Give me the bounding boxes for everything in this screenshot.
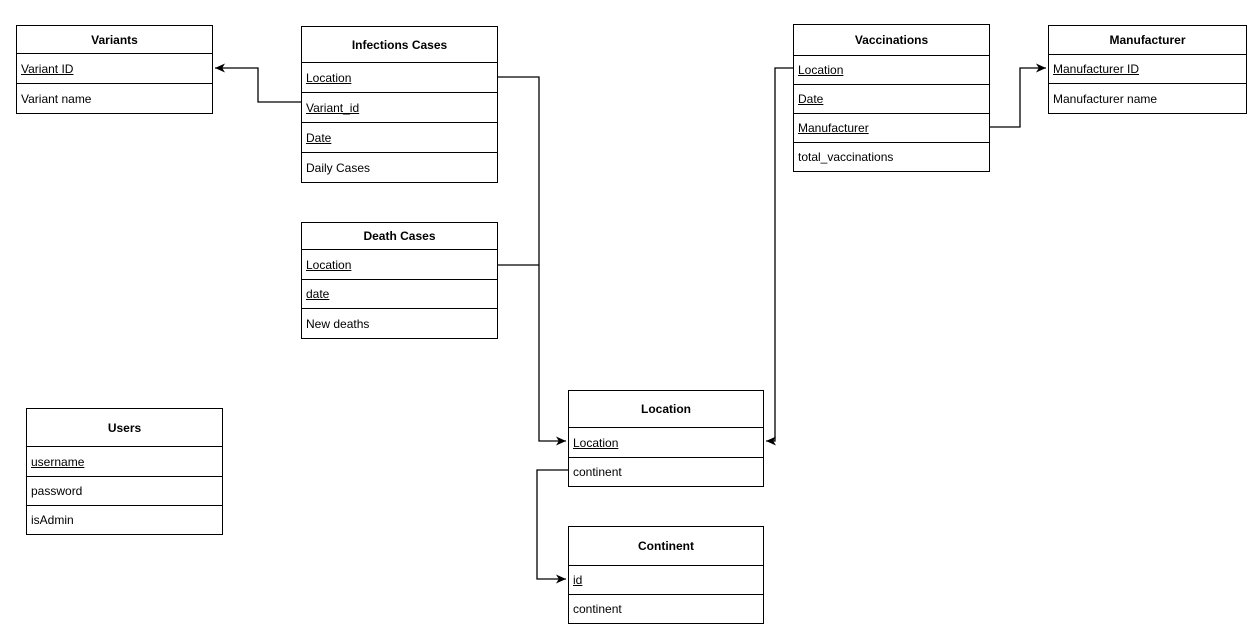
field-row: date [302, 280, 497, 309]
field-row: continent [573, 602, 622, 616]
table-users: Users username password isAdmin [26, 408, 223, 535]
connector-infections-location [498, 76, 566, 446]
field-row: id [569, 566, 763, 595]
field-row: username [27, 447, 222, 477]
connector-vaccinations-location [766, 67, 793, 446]
field-row: Manufacturer ID [1049, 55, 1246, 84]
field-row: Location [302, 250, 497, 280]
table-title: Manufacturer [1049, 26, 1246, 55]
table-title: Death Cases [302, 223, 497, 250]
table-title: Vaccinations [794, 25, 989, 56]
table-death-cases: Death Cases Location date New deaths [301, 222, 498, 339]
table-infections-cases: Infections Cases Location Variant_id Dat… [301, 26, 498, 183]
table-title: Continent [569, 527, 763, 566]
field-row: Variant ID [17, 54, 212, 84]
connector-vaccinations-manufacturer [990, 63, 1046, 128]
table-manufacturer: Manufacturer Manufacturer ID Manufacture… [1048, 25, 1247, 114]
field-row: Variant_id [302, 93, 497, 123]
table-title: Users [27, 409, 222, 447]
field-row: New deaths [306, 316, 370, 331]
field-row: isAdmin [31, 513, 74, 527]
table-title: Variants [17, 26, 212, 54]
field-row: Date [794, 85, 989, 114]
table-location: Location Location continent [568, 390, 764, 487]
field-row: Location [794, 56, 989, 85]
field-row: password [27, 477, 222, 506]
field-row: Location [569, 428, 763, 458]
table-title: Infections Cases [302, 27, 497, 63]
field-row: Manufacturer [794, 114, 989, 143]
field-row: Variant name [21, 91, 92, 106]
field-row: total_vaccinations [798, 150, 894, 164]
field-row: continent [573, 465, 622, 479]
table-variants: Variants Variant ID Variant name [16, 25, 213, 114]
table-title: Location [569, 391, 763, 428]
table-vaccinations: Vaccinations Location Date Manufacturer … [793, 24, 990, 172]
connector-infections-variants [215, 63, 301, 103]
table-continent: Continent id continent [568, 526, 764, 624]
field-row: Daily Cases [306, 160, 371, 175]
field-row: Location [302, 63, 497, 93]
field-row: Date [302, 123, 497, 153]
connector-location-continent [536, 469, 568, 584]
field-row: Manufacturer name [1053, 91, 1158, 106]
